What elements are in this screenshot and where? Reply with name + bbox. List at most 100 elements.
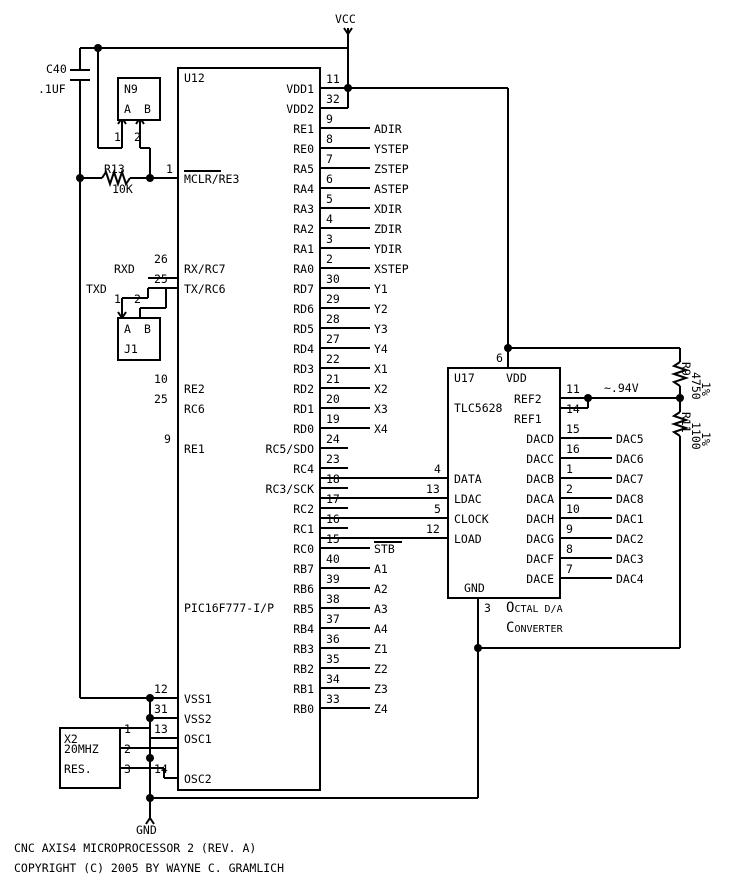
r9-ref: R9 bbox=[679, 362, 693, 376]
net-y3: Y3 bbox=[374, 322, 388, 336]
u12-pin-tx-name: TX/RC6 bbox=[184, 282, 226, 296]
u12-pin-ra0-name: RA0 bbox=[293, 262, 314, 276]
u17-pin-daca-num: 2 bbox=[566, 482, 573, 496]
j1-pin-a: A bbox=[124, 322, 131, 336]
u12-part: PIC16F777-I/P bbox=[184, 601, 274, 615]
u17-part: TLC5628 bbox=[454, 401, 503, 415]
net-dac8: DAC8 bbox=[616, 492, 644, 506]
u12-pin-rb6-num: 39 bbox=[326, 572, 340, 586]
u12-pin-rc6-name: RC6 bbox=[184, 402, 205, 416]
x2-pin1-num: 1 bbox=[124, 722, 131, 736]
u17-pin-dacg-num: 9 bbox=[566, 522, 573, 536]
r11-ref: R11 bbox=[679, 412, 693, 433]
r13-ref: R13 bbox=[104, 162, 125, 176]
net-astep: ASTEP bbox=[374, 182, 409, 196]
u12-pin-vss2-num: 31 bbox=[154, 702, 168, 716]
u12-pin-rc4-num: 23 bbox=[326, 452, 340, 466]
net-ydir: YDIR bbox=[374, 242, 402, 256]
net-dac6: DAC6 bbox=[616, 452, 644, 466]
net-a1: A1 bbox=[374, 562, 388, 576]
net-dac5: DAC5 bbox=[616, 432, 644, 446]
u12-pin-re1-num: 9 bbox=[164, 432, 171, 446]
u12-pin-rc0-name: RC0 bbox=[293, 542, 314, 556]
net-x3: X3 bbox=[374, 402, 388, 416]
net-y2: Y2 bbox=[374, 302, 388, 316]
u12-pin-rd7-num: 30 bbox=[326, 272, 340, 286]
u12-pin-rb3-name: RB3 bbox=[293, 642, 314, 656]
net-dac7: DAC7 bbox=[616, 472, 644, 486]
u12-pin-rb1-num: 34 bbox=[326, 672, 340, 686]
u17-in-ldac-num: 13 bbox=[426, 482, 440, 496]
u17-ref2-name: REF2 bbox=[514, 392, 542, 406]
net-dac3: DAC3 bbox=[616, 552, 644, 566]
u17-ref1-name: REF1 bbox=[514, 412, 542, 426]
u12-pin-osc1-name: OSC1 bbox=[184, 732, 212, 746]
u12-pin-mclr-name: MCLR/RE3 bbox=[184, 172, 239, 186]
u17-in-ldac-name: LDAC bbox=[454, 492, 482, 506]
u17-pin-dach-num: 10 bbox=[566, 502, 580, 516]
u17-vdd: VDD bbox=[506, 371, 527, 385]
j1-pin2-num: 2 bbox=[134, 292, 141, 306]
u12-pin-ra3-name: RA3 bbox=[293, 202, 314, 216]
u12-pin-ra3-num: 5 bbox=[326, 192, 333, 206]
x2-type: RES. bbox=[64, 762, 92, 776]
u12-pin-rx-num: 26 bbox=[154, 252, 168, 266]
u12-pin-rd3-name: RD3 bbox=[293, 362, 314, 376]
u17-in-load-name: LOAD bbox=[454, 532, 482, 546]
u17-pin-dacd-name: DACD bbox=[526, 432, 554, 446]
u17-pin-dace-num: 7 bbox=[566, 562, 573, 576]
net-z2: Z2 bbox=[374, 662, 388, 676]
gnd-label: GND bbox=[136, 823, 157, 837]
u12-pin-rb0-name: RB0 bbox=[293, 702, 314, 716]
u12-pin-rc1-name: RC1 bbox=[293, 522, 314, 536]
u12-pin-ra5-num: 7 bbox=[326, 152, 333, 166]
net-a2: A2 bbox=[374, 582, 388, 596]
u12-pin-re0-num: 8 bbox=[326, 132, 333, 146]
u12-pin-rd2-name: RD2 bbox=[293, 382, 314, 396]
u12-pin-rc5-sdo-num: 24 bbox=[326, 432, 340, 446]
u12-pin-vss2-name: VSS2 bbox=[184, 712, 212, 726]
n9-pin1-num: 1 bbox=[114, 130, 121, 144]
net-zstep: ZSTEP bbox=[374, 162, 409, 176]
u12-pin-ra2-name: RA2 bbox=[293, 222, 314, 236]
n9-pin2-num: 2 bbox=[134, 130, 141, 144]
u12-pin-rb7-name: RB7 bbox=[293, 562, 314, 576]
u12-pin-rd1-num: 20 bbox=[326, 392, 340, 406]
u12-pin-re2-num: 10 bbox=[154, 372, 168, 386]
x2-pin2-num: 2 bbox=[124, 742, 131, 756]
u12-pin-rc2-num: 17 bbox=[326, 492, 340, 506]
u17-gnd: GND bbox=[464, 581, 485, 595]
u17-desc1-cap: O bbox=[506, 600, 514, 616]
u12-pin-rd6-num: 29 bbox=[326, 292, 340, 306]
u17-pin-dacg-name: DACG bbox=[526, 532, 554, 546]
n9-body bbox=[117, 77, 161, 121]
u17-in-clock-num: 5 bbox=[434, 502, 441, 516]
u12-pin-ra1-num: 3 bbox=[326, 232, 333, 246]
u12-pin-osc2-num: 14 bbox=[154, 762, 168, 776]
net-adir: ADIR bbox=[374, 122, 402, 136]
n9-ref: N9 bbox=[124, 82, 138, 96]
c40-ref: C40 bbox=[46, 62, 67, 76]
net-y1: Y1 bbox=[374, 282, 388, 296]
u12-pin-rb2-num: 35 bbox=[326, 652, 340, 666]
u17-pin-dach-name: DACH bbox=[526, 512, 554, 526]
u12-pin-rd4-num: 27 bbox=[326, 332, 340, 346]
u17-in-load-num: 12 bbox=[426, 522, 440, 536]
u12-pin-vdd2-num: 32 bbox=[326, 92, 340, 106]
u17-ref2-num: 11 bbox=[566, 382, 580, 396]
u17-inputs: 4 DATA 13 LDAC 5 CLOCK 12 LOAD bbox=[426, 462, 489, 546]
net-x4: X4 bbox=[374, 422, 388, 436]
u12-pin-rd6-name: RD6 bbox=[293, 302, 314, 316]
net-x2: X2 bbox=[374, 382, 388, 396]
net-a4: A4 bbox=[374, 622, 388, 636]
r11-tol: 1% bbox=[699, 432, 713, 446]
u17-ref: U17 bbox=[454, 371, 475, 385]
u12-pin-rc5-sdo-name: RC5/SDO bbox=[266, 442, 315, 456]
u12-left-pins: 1 MCLR/RE3 26 RX/RC7 25 TX/RC6 10 RE2 25… bbox=[154, 162, 239, 786]
u17-desc2-cap: C bbox=[506, 620, 514, 636]
ref-voltage-label: ~.94V bbox=[604, 381, 639, 395]
r11-value: 1100 bbox=[689, 422, 703, 450]
u12-ref: U12 bbox=[184, 71, 205, 85]
u12-pin-rb1-name: RB1 bbox=[293, 682, 314, 696]
